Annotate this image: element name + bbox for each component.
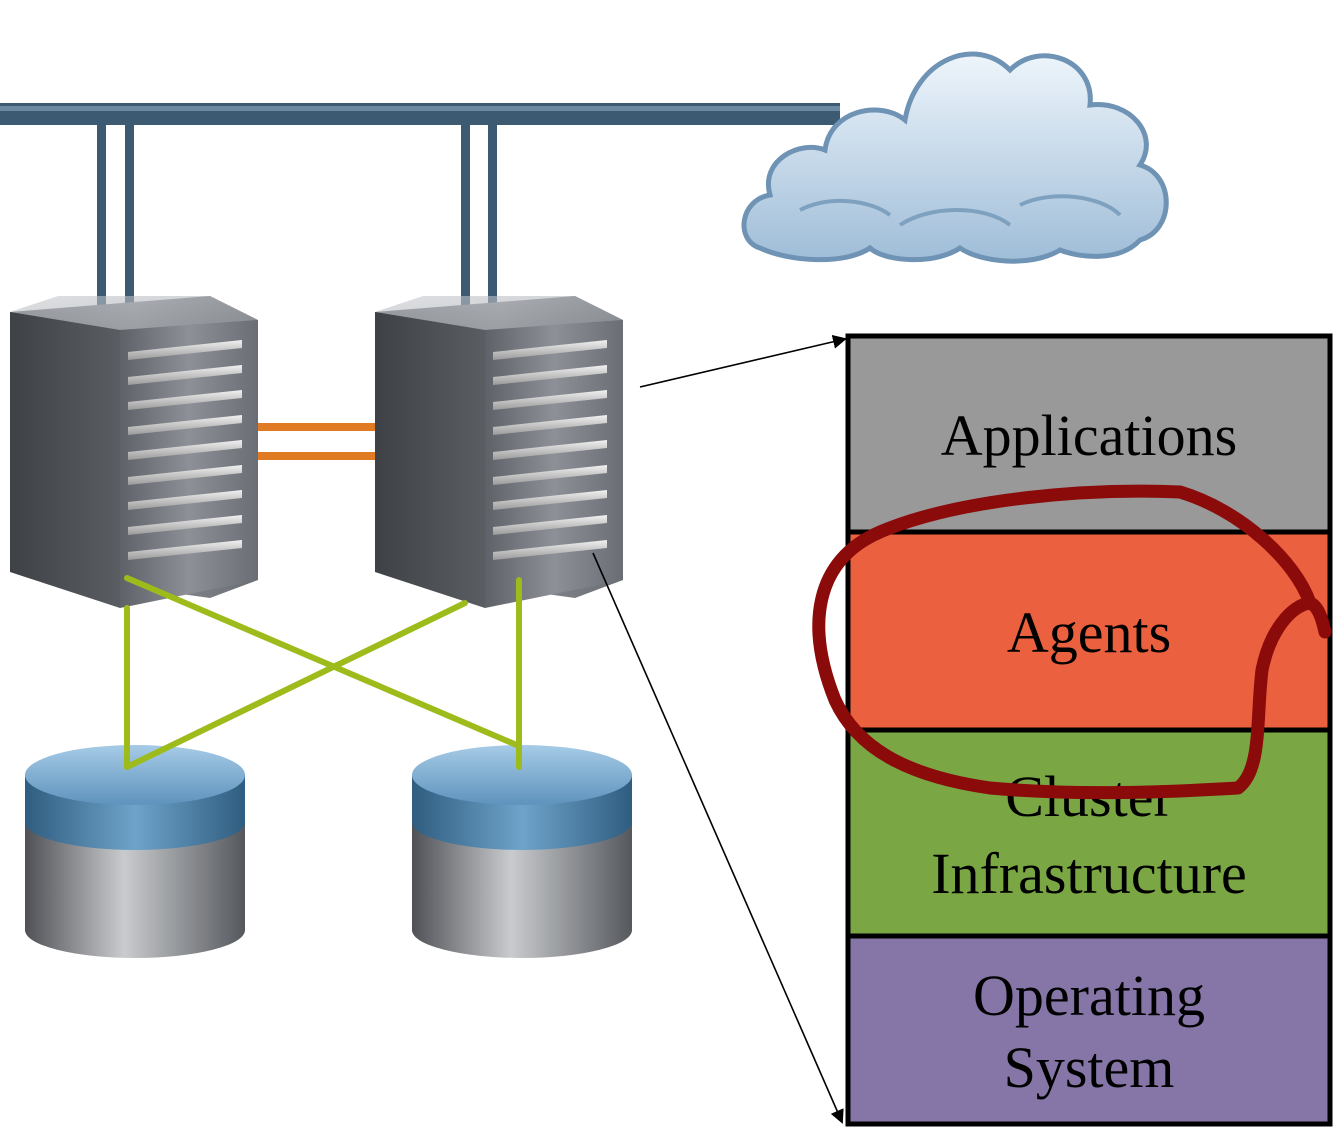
layer-applications-label: Applications [941,403,1237,468]
storage-disk-icon [412,745,632,958]
layer-applications: Applications [845,333,1333,535]
layer-operating-system-label-1: Operating [973,963,1205,1028]
layer-agents-label: Agents [1007,600,1171,665]
layer-agents: Agents [845,529,1333,733]
zoom-arrow-bottom [592,552,844,1124]
layer-operating-system-label-2: System [1004,1035,1175,1100]
storage-disk-icon [25,745,245,958]
layer-cluster-infrastructure: Cluster Infrastructure [845,727,1333,939]
agents-highlight-annotation [812,484,1332,800]
software-stack: Applications Agents Cluster Infrastructu… [845,333,1333,1127]
network-bus [0,103,840,125]
zoom-arrows [592,334,847,1124]
layer-cluster-infrastructure-label-2: Infrastructure [931,841,1247,906]
cloud-icon [741,51,1169,264]
server-vent-slats [128,340,242,560]
server-icon [375,296,623,608]
heartbeat-links [255,423,380,460]
zoom-arrow-top [639,334,847,388]
server-uplinks [97,125,497,305]
server-icon [10,296,258,608]
layer-operating-system: Operating System [845,933,1333,1127]
server-vent-slats [493,340,607,560]
storage-links [124,575,522,770]
